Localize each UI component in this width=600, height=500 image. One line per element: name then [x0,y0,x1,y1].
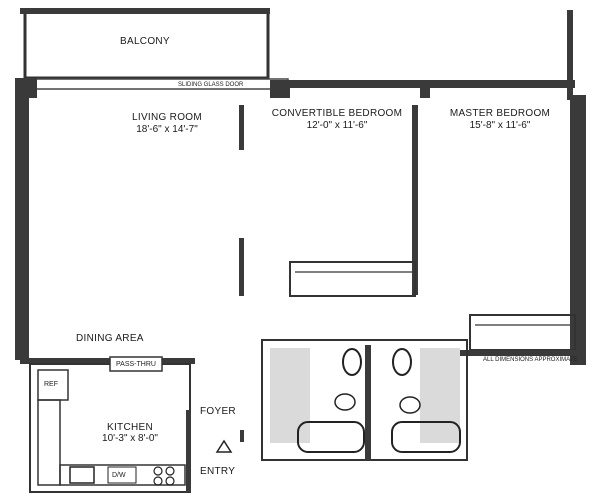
stove-burner [153,466,163,476]
toilet-left [334,393,356,411]
pass-thru-box [109,356,163,372]
tub-left [297,421,365,453]
toilet-right [399,396,421,414]
pass-thru-label: PASS-THRU [116,361,156,368]
bath-hatch-left [270,348,310,443]
master-top-wall [425,80,575,88]
upper-top-wall [15,78,37,98]
convertible-bedroom-label: CONVERTIBLE BEDROOM [271,108,403,119]
sink-right [392,348,412,376]
right-upper-wall [567,10,573,100]
kitchen-dimensions: 10'-3" x 8'-0" [102,433,158,444]
living-room-dimensions: 18'-6" x 14'-7" [136,124,198,135]
kitchen-counter-left [37,399,61,486]
sink-left [342,348,362,376]
left-exterior-wall [15,78,29,360]
dishwasher-label: D/W [112,472,126,479]
entry-arrow [215,439,233,453]
refrigerator-label: REF [44,381,58,388]
kitchen-sink [69,466,95,484]
tub-right [391,421,461,453]
entry-label: ENTRY [200,466,236,477]
right-exterior-wall [570,95,586,365]
stove-burner [165,466,175,476]
kitchen-top-wall [20,358,195,364]
conv-top-wall [290,80,430,88]
sliding-door-label: SLIDING GLASS DOOR [178,82,244,88]
conv-master-wall [412,105,418,295]
stove-burner [165,476,175,486]
living-room-label: LIVING ROOM [132,112,202,123]
kitchen-label: KITCHEN [107,422,153,433]
kitchen-counter-bottom [59,464,186,486]
convertible-bedroom-dimensions: 12'-0" x 11'-6" [306,120,368,131]
dining-area-label: DINING AREA [76,333,144,344]
stove-burner [153,476,163,486]
bath-hatch-right [420,348,460,443]
balcony-label: BALCONY [120,36,170,47]
master-bedroom-dimensions: 15'-8" x 11'-6" [469,120,531,131]
living-conv-partition [239,105,244,150]
sliding-door-strip [31,78,289,90]
living-top-right-post [270,80,290,98]
master-bedroom-label: MASTER BEDROOM [449,108,551,119]
master-bottom-wall [460,350,585,356]
dishwasher-box [107,466,137,484]
foyer-label: FOYER [200,406,236,417]
foyer-post [240,430,244,442]
bath-divider [365,345,371,460]
balcony-top-wall [20,8,270,14]
master-left-post [420,80,430,98]
conv-closet [289,261,416,297]
living-conv-partition-lower [239,238,244,296]
bath-block [261,339,468,461]
dimensions-note: ALL DIMENSIONS APPROXIMATE [483,357,578,363]
master-closet [469,314,576,351]
kitchen-right-wall [186,410,191,492]
